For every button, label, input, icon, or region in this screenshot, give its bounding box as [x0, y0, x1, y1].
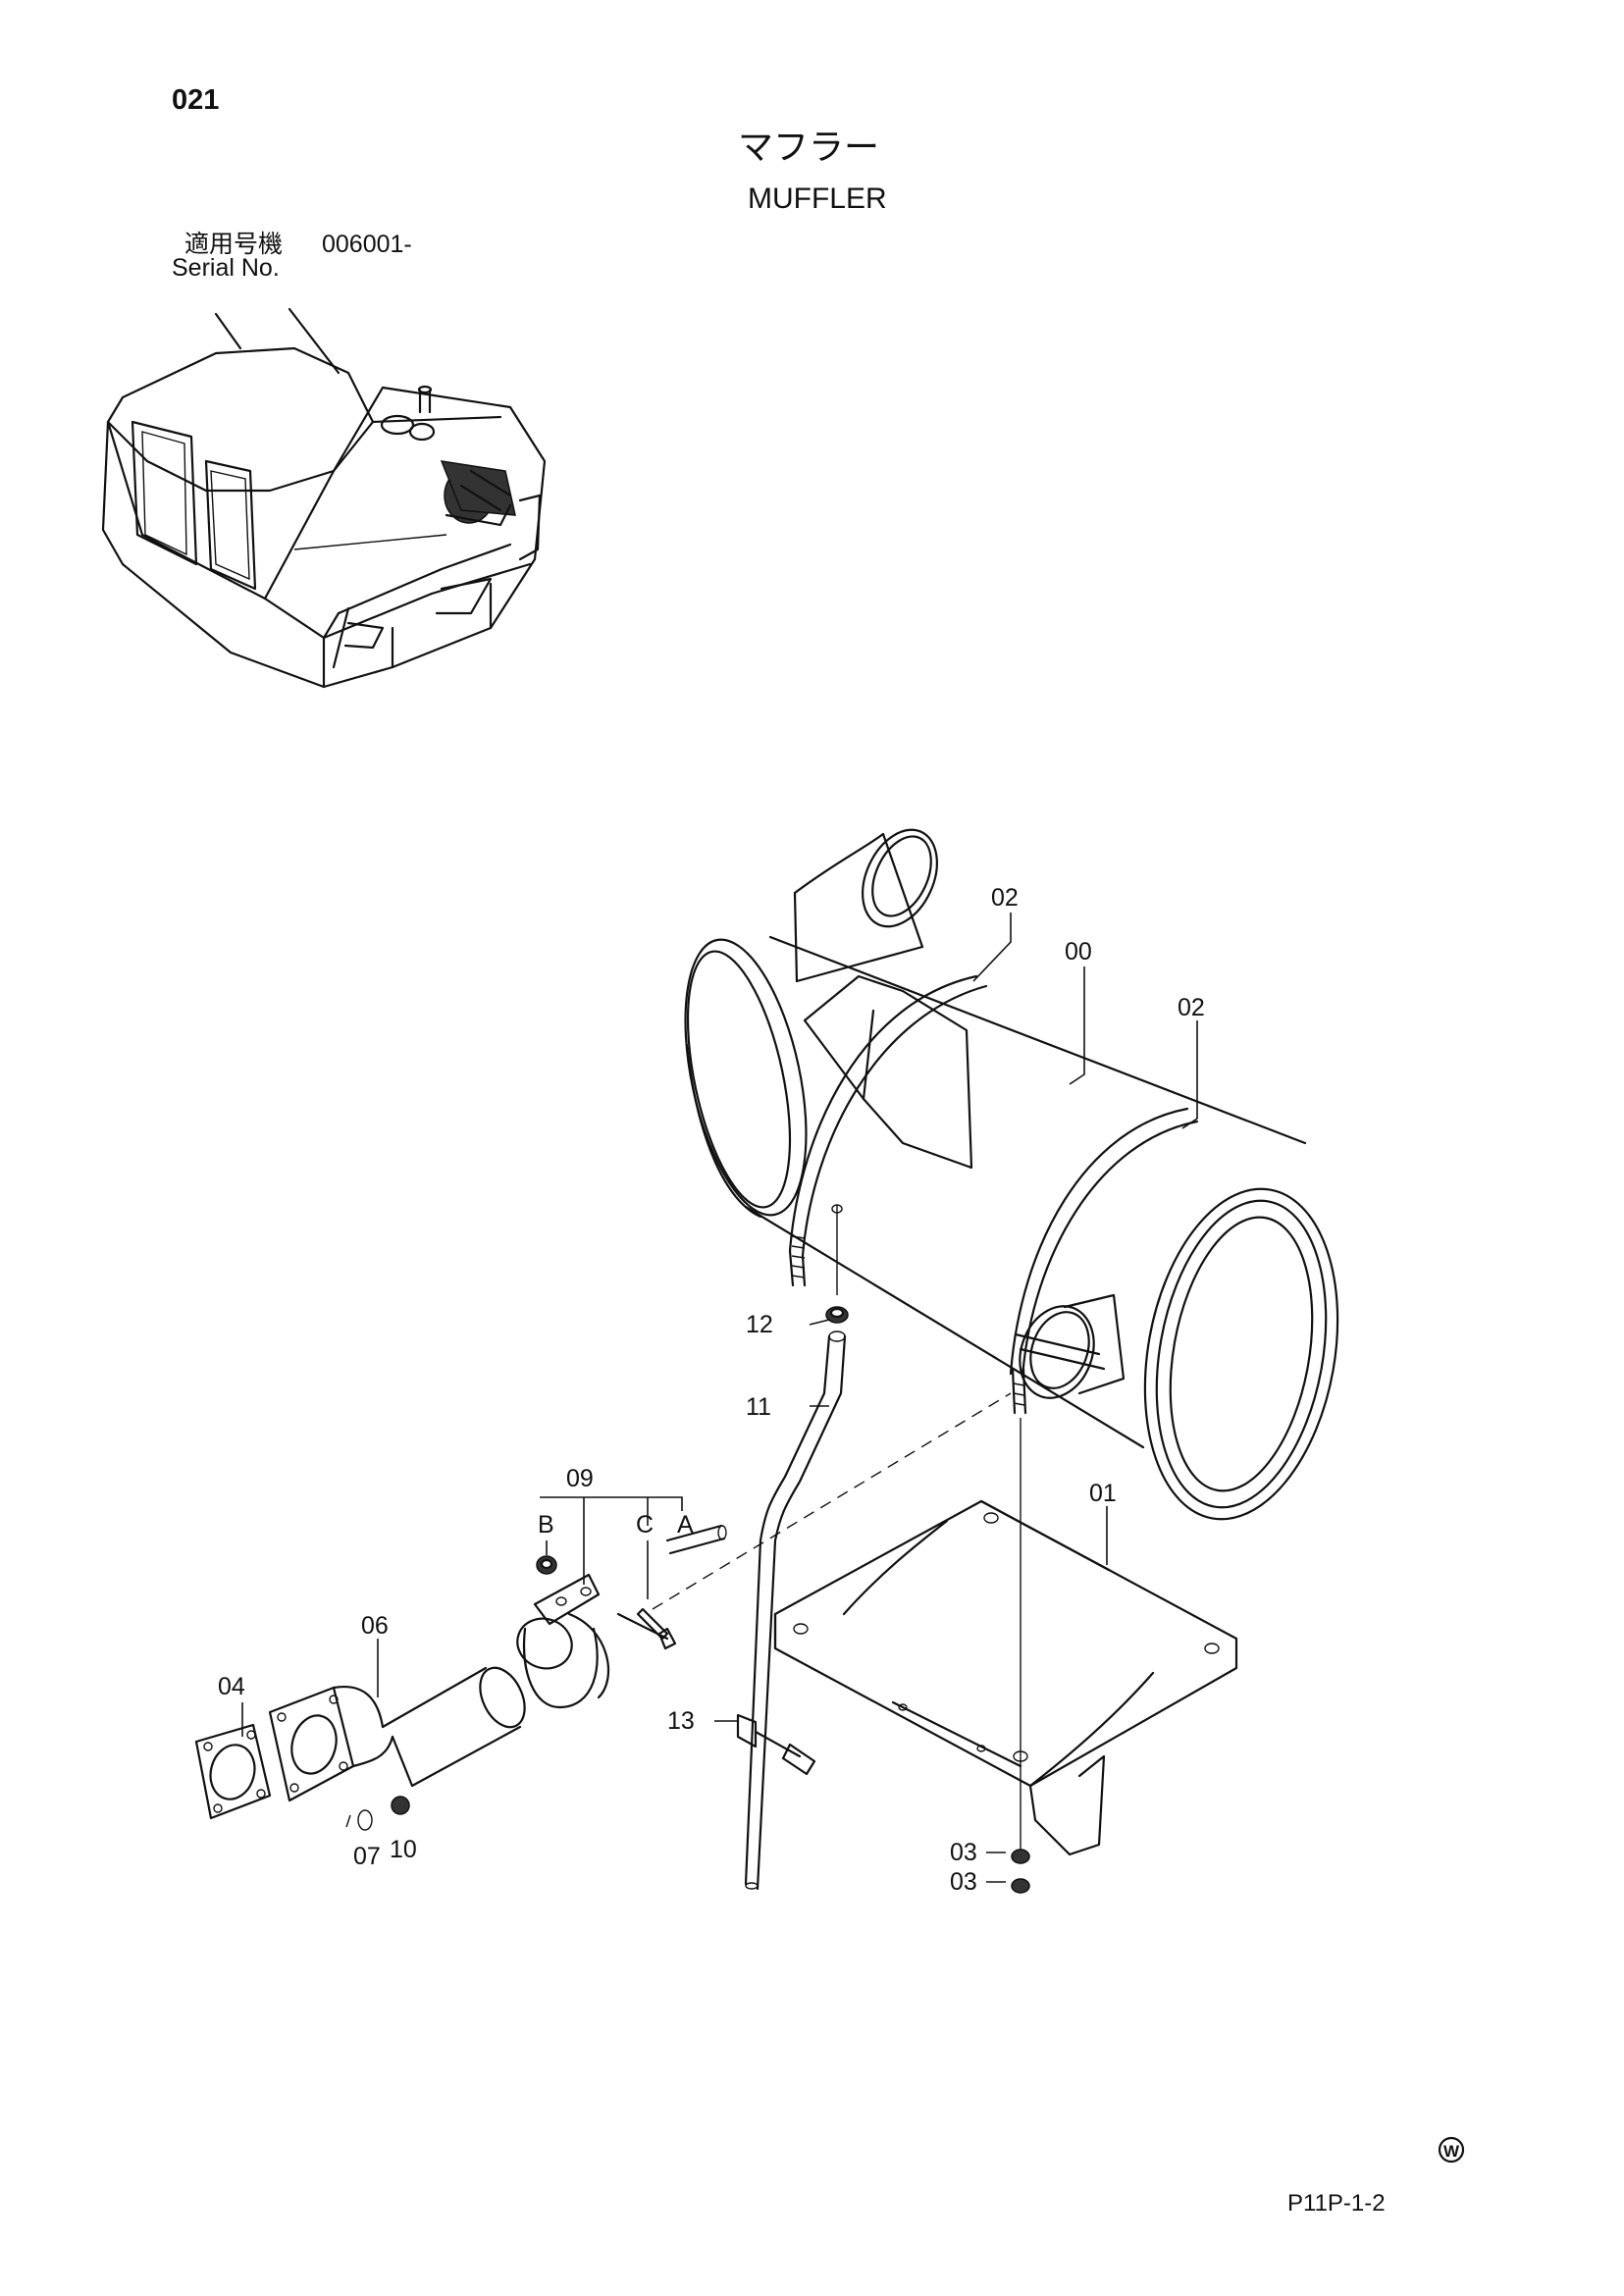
callout-labels: 02 00 02 01 03 03 12 11 13 09 B C A 06 0… [218, 884, 1205, 1896]
callout-04: 04 [218, 1673, 245, 1700]
title-japanese: マフラー [738, 127, 880, 167]
part-01-bracket [773, 1499, 1238, 1856]
callout-a: A [677, 1511, 694, 1539]
part-09-clamp-kit [516, 1524, 727, 1709]
part-03-nuts [1011, 1849, 1030, 1894]
page-code: P11P-1-2 [1287, 2190, 1386, 2217]
assembly-line [652, 1392, 1012, 1610]
leader-lines [241, 913, 1198, 1883]
callout-06: 06 [361, 1612, 389, 1640]
excavator-location-thumbnail [101, 307, 547, 689]
callout-00: 00 [1065, 938, 1092, 965]
callout-12: 12 [746, 1311, 773, 1338]
part-07-lock-washer [345, 1809, 373, 1831]
callout-07: 07 [353, 1843, 381, 1870]
callout-01: 01 [1089, 1480, 1117, 1507]
serial-label-japanese: 適用号機 [184, 231, 284, 258]
callout-02-upper: 02 [991, 884, 1019, 912]
callout-03-upper: 03 [950, 1839, 977, 1866]
callout-11: 11 [746, 1393, 771, 1421]
callout-09: 09 [566, 1465, 594, 1492]
part-13-clip [736, 1713, 816, 1776]
part-12-clamp [825, 1306, 849, 1324]
part-00-muffler-body [684, 828, 1339, 1521]
callout-c: C [636, 1511, 654, 1539]
part-06-elbow-pipe [268, 1666, 526, 1802]
serial-label-english: Serial No. [172, 254, 280, 282]
callout-13: 13 [667, 1707, 695, 1735]
part-04-gasket [194, 1723, 272, 1820]
callout-b: B [538, 1511, 554, 1539]
part-10-nut [391, 1796, 410, 1815]
callout-10: 10 [390, 1836, 417, 1863]
svg-text:W: W [1443, 2142, 1460, 2161]
serial-number-value: 006001- [322, 231, 412, 258]
title-english: MUFFLER [748, 183, 887, 215]
part-11-tail-pipe [744, 1204, 847, 1891]
page-number: 021 [172, 84, 220, 116]
callout-03-lower: 03 [950, 1868, 977, 1896]
callout-02-lower: 02 [1178, 994, 1205, 1021]
footer-w-mark: W [1438, 2136, 1465, 2164]
